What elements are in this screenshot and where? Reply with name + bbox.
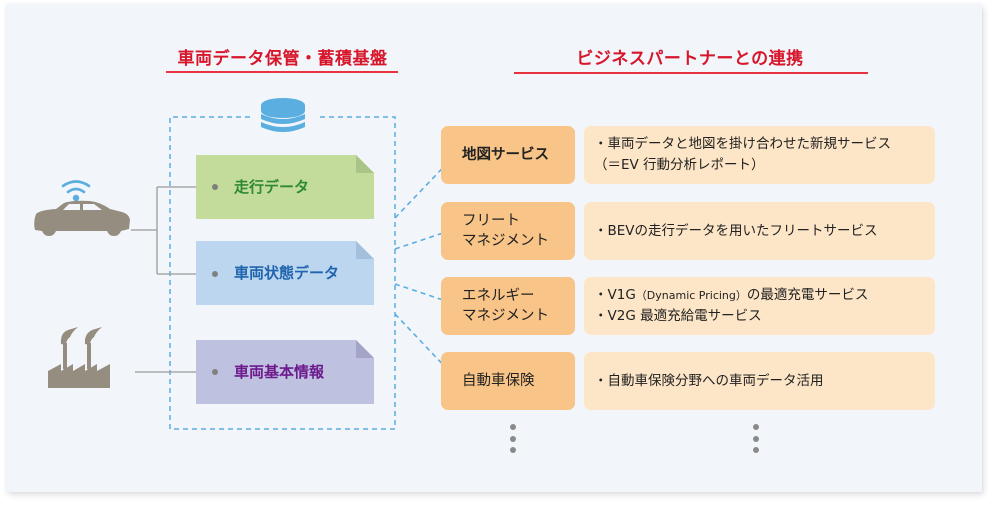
partner-heading-underline	[514, 72, 868, 74]
service-insurance-description: ・自動車保険分野への車両データ活用	[584, 352, 935, 410]
description-line: ・V2G 最適充給電サービス	[594, 308, 762, 324]
arrow-to-fleet-management	[394, 227, 454, 250]
note-shape	[196, 155, 374, 219]
connector-dot	[212, 184, 218, 190]
service-fleet-management: フリート マネジメント	[441, 202, 575, 260]
service-name: エネルギー マネジメント	[462, 288, 549, 324]
ellipsis-dot	[510, 424, 516, 430]
service-fleet-description: ・BEVの走行データを用いたフリートサービス	[584, 202, 935, 260]
ellipsis-dot	[510, 436, 516, 442]
description-line: ・車両データと地図を掛け合わせた新規サービス	[594, 136, 891, 152]
service-energy-description: ・V1G（Dynamic Pricing）の最適充電サービス ・V2G 最適充給…	[584, 277, 935, 335]
service-auto-insurance: 自動車保険	[441, 352, 575, 410]
partner-heading: ビジネスパートナーとの連携	[576, 49, 804, 69]
ellipsis-dot	[510, 447, 516, 453]
wifi-icon	[61, 180, 91, 194]
description-line: ・自動車保険分野への車両データ活用	[594, 372, 824, 389]
service-name: フリート マネジメント	[462, 213, 549, 249]
arrow-to-insurance	[394, 313, 451, 374]
v1g-suffix: の最適充電サービス	[746, 287, 869, 303]
service-map-description: ・車両データと地図を掛け合わせた新規サービス （＝EV 行動分析レポート）	[584, 126, 935, 184]
note-label: 車両状態データ	[234, 264, 340, 282]
connector-dot	[212, 369, 218, 375]
description-line: ・BEVの走行データを用いたフリートサービス	[594, 222, 878, 239]
v1g-prefix: ・V1G	[594, 287, 636, 303]
car-with-wifi-icon	[34, 180, 131, 236]
ellipsis-dot	[753, 424, 759, 430]
service-map: 地図サービス	[441, 126, 575, 184]
data-note-driving: 走行データ	[196, 155, 374, 219]
service-name: 自動車保険	[462, 373, 535, 389]
data-note-vehicle-basic-info: 車両基本情報	[196, 340, 374, 404]
folded-corner	[356, 241, 374, 259]
folded-corner	[356, 155, 374, 173]
car-icon	[34, 200, 131, 236]
note-label: 走行データ	[234, 178, 310, 196]
storage-heading-underline	[166, 71, 398, 73]
note-shape	[196, 241, 374, 305]
service-energy-management: エネルギー マネジメント	[441, 277, 575, 335]
folded-corner	[356, 340, 374, 358]
note-shape	[196, 340, 374, 404]
factory-icon	[48, 327, 110, 388]
note-label: 車両基本情報	[234, 363, 325, 381]
connector-dot	[212, 271, 218, 277]
data-note-vehicle-status: 車両状態データ	[196, 241, 374, 305]
storage-dashed-container	[169, 116, 396, 430]
service-name: 地図サービス	[462, 147, 549, 163]
storage-platform-heading: 車両データ保管・蓄積基盤	[177, 49, 388, 69]
service-arrows	[394, 153, 456, 374]
database-icon	[261, 98, 305, 132]
dynamic-pricing-note: （Dynamic Pricing）	[635, 289, 747, 302]
ellipsis-dot	[753, 436, 759, 442]
description-line: ・V1G（Dynamic Pricing）の最適充電サービス	[594, 285, 935, 306]
ellipsis-dot	[753, 447, 759, 453]
description-line: （＝EV 行動分析レポート）	[594, 157, 765, 173]
arrow-to-energy-management	[394, 283, 454, 306]
